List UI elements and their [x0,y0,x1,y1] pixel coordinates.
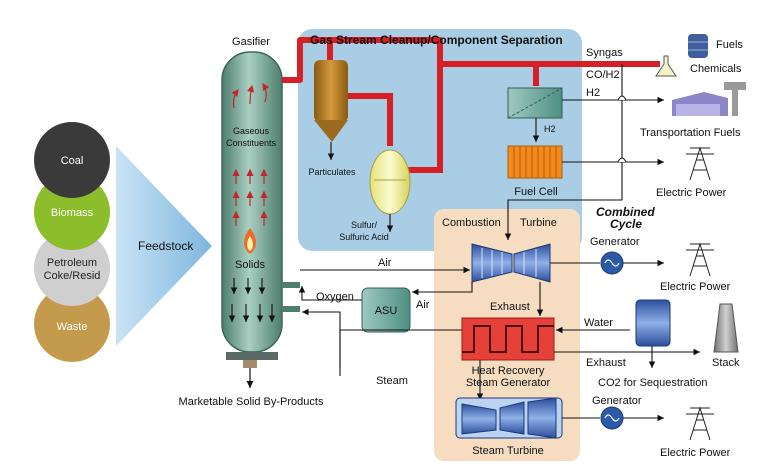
cleanup-title: Gas Stream Cleanup/Component Separation [310,33,563,47]
feedstock-stack: Coal Biomass Petroleum Coke/Resid Waste [34,122,110,362]
hrsg-label-2: Steam Generator [466,377,551,389]
particulate-separator [314,60,348,122]
gasifier-vessel [221,51,283,353]
gasifier-base [226,352,278,360]
fuel-cell-fins [513,146,557,178]
steam-to-gasifier [302,308,341,368]
sulfur-label-2: Sulfuric Acid [339,232,389,242]
flame-core [247,236,253,251]
gasifier-nozzle [243,360,257,368]
exhaust-side-label: Exhaust [586,357,626,369]
steam-port [282,306,300,312]
biomass-label: Biomass [51,207,94,219]
hrsg-coil [462,325,554,353]
steam-turbine [455,397,563,439]
biomass-circle [34,174,110,250]
exhaust-top-label: Exhaust [490,301,530,313]
transportation-fuels-icon [672,82,746,116]
petcoke-circle [34,230,110,306]
feedstock-label: Feedstock [138,239,194,253]
oxygen-line [298,286,362,301]
particulates-label: Particulates [308,167,356,177]
turbine-label: Turbine [520,217,557,229]
solids-label: Solids [235,259,265,271]
air-in-label: Air [378,257,392,269]
stack-icon [713,303,739,353]
generator-2-label: Generator [592,395,642,407]
crossover-2 [617,157,627,163]
coal-label: Coal [61,155,84,167]
stack-label: Stack [712,357,740,369]
waste-label: Waste [57,321,88,333]
sulfur-removal-vessel [369,149,411,215]
syngas-pipe [282,37,660,83]
electric-power-label-1: Electric Power [656,187,727,199]
power-tower-icon-3 [686,406,714,441]
fuels-label: Fuels [716,39,743,51]
byproducts-label: Marketable Solid By-Products [179,396,324,408]
cleanup-h2-label: H2 [544,124,556,134]
transportation-label: Transportation Fuels [640,127,741,139]
syngas-to-turbine-line [504,64,623,240]
particulate-cone [314,120,348,142]
steam-turbine-label: Steam Turbine [472,445,544,457]
co2-label: CO2 for Sequestration [598,377,707,389]
generator-1-wave [604,259,620,267]
fuel-cell [507,145,563,179]
feedstock-arrow [116,146,212,346]
coal-circle [34,122,110,198]
chemicals-label: Chemicals [690,63,742,75]
generator-2-wave [604,414,620,422]
chemicals-flask-icon [655,55,677,77]
steam-label: Steam [376,375,408,387]
electric-power-label-2: Electric Power [660,281,731,293]
co2-capture-column [635,299,671,347]
power-tower-icon-1 [686,146,714,181]
air-to-asu-line [412,282,473,296]
h2-stream-label: H2 [586,87,600,99]
solids-arrows [228,278,276,322]
air-out-label: Air [416,299,430,311]
crossover-1 [617,95,627,101]
gas-turbine [471,243,551,283]
electric-power-label-3: Electric Power [660,447,731,459]
sulfur-label-1: Sulfur/ [351,220,378,230]
petcoke-label-2: Coke/Resid [44,270,101,282]
gasifier-title: Gasifier [232,36,270,48]
fuel-cell-label: Fuel Cell [514,186,557,198]
generator-1-label: Generator [590,236,640,248]
oxygen-port [282,282,300,288]
separator-membrane [507,87,563,119]
syngas-label: Syngas [586,47,623,59]
gas-flow-arrows [231,82,270,226]
asu-unit [361,287,411,333]
co-h2-label: CO/H2 [586,69,620,81]
sulfur-to-main-pipe [408,64,443,173]
combined-label-2: Cycle [610,217,642,231]
water-label: Water [584,317,613,329]
hrsg-unit [461,317,555,361]
waste-circle [34,286,110,362]
gaseous-label-1: Gaseous [233,126,270,136]
petcoke-label-1: Petroleum [47,257,97,269]
particulate-to-sulfur-pipe [348,93,393,146]
gaseous-label-2: Constituents [226,138,277,148]
asu-label: ASU [375,305,398,317]
hrsg-label-1: Heat Recovery [472,365,545,377]
combustion-label: Combustion [442,217,501,229]
fuels-barrel-icon [688,34,708,58]
power-tower-icon-2 [686,242,714,277]
oxygen-label: Oxygen [316,291,354,303]
combined-label-1: Combined [596,205,655,219]
